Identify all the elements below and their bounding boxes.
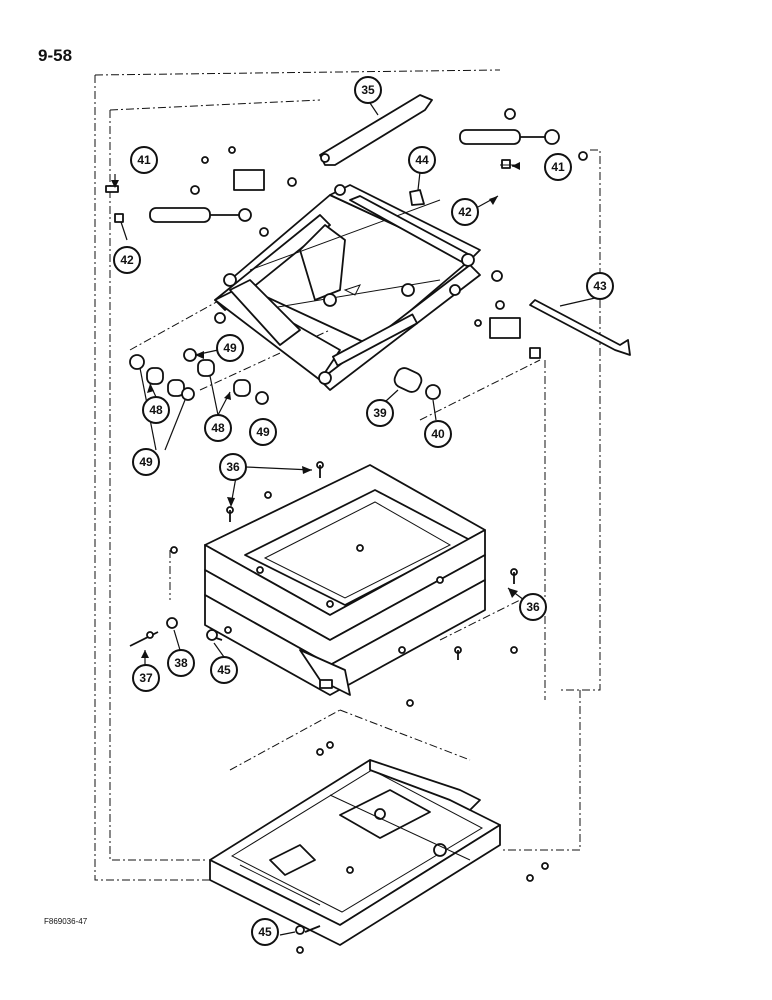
svg-text:45: 45 <box>258 925 272 939</box>
callout-37: 37 <box>132 664 160 692</box>
svg-text:41: 41 <box>551 160 565 174</box>
figure-code: F869036-47 <box>44 917 88 926</box>
svg-text:49: 49 <box>139 455 153 469</box>
callout-41-right: 41 <box>544 153 572 181</box>
callout-39: 39 <box>366 399 394 427</box>
callout-36-upper: 36 <box>219 453 247 481</box>
callout-43: 43 <box>586 272 614 300</box>
arrowheads <box>111 162 520 658</box>
bellows-assembly <box>170 461 518 707</box>
callout-36-lower: 36 <box>519 593 547 621</box>
hardware-pieces <box>105 108 588 359</box>
svg-text:39: 39 <box>373 406 387 420</box>
svg-text:37: 37 <box>139 671 153 685</box>
svg-text:45: 45 <box>217 663 231 677</box>
svg-text:48: 48 <box>211 421 225 435</box>
svg-text:42: 42 <box>120 253 134 267</box>
svg-text:35: 35 <box>361 83 375 97</box>
shock-absorber-left <box>149 207 252 223</box>
callout-48-center: 48 <box>204 414 232 442</box>
callout-44: 44 <box>408 146 436 174</box>
svg-text:42: 42 <box>458 205 472 219</box>
callout-42-left: 42 <box>113 246 141 274</box>
suspension-frame <box>214 184 481 391</box>
assembly-boundary-lines <box>94 69 601 881</box>
callout-40: 40 <box>424 420 452 448</box>
svg-text:48: 48 <box>149 403 163 417</box>
svg-text:41: 41 <box>137 153 151 167</box>
callout-38: 38 <box>167 649 195 677</box>
svg-text:36: 36 <box>526 600 540 614</box>
shock-absorber-right <box>459 129 560 145</box>
callout-49-upper: 49 <box>216 334 244 362</box>
lever-part-35 <box>319 94 433 166</box>
pin-washer-bolt <box>129 617 223 647</box>
svg-text:44: 44 <box>415 153 429 167</box>
page-number: 9-58 <box>38 46 73 65</box>
bushings-group <box>129 348 441 405</box>
rod-part-43 <box>529 299 631 356</box>
callout-45-upper: 45 <box>210 656 238 684</box>
svg-text:43: 43 <box>593 279 607 293</box>
svg-text:49: 49 <box>256 425 270 439</box>
callout-48-left: 48 <box>142 396 170 424</box>
svg-text:40: 40 <box>431 427 445 441</box>
svg-text:36: 36 <box>226 460 240 474</box>
callout-42-right: 42 <box>451 198 479 226</box>
callout-49-right: 49 <box>249 418 277 446</box>
base-plate <box>209 741 549 954</box>
callout-41-left: 41 <box>130 146 158 174</box>
svg-text:49: 49 <box>223 341 237 355</box>
callout-49-lower: 49 <box>132 448 160 476</box>
callout-45-lower: 45 <box>251 918 279 946</box>
callout-35: 35 <box>354 76 382 104</box>
svg-text:38: 38 <box>174 656 188 670</box>
